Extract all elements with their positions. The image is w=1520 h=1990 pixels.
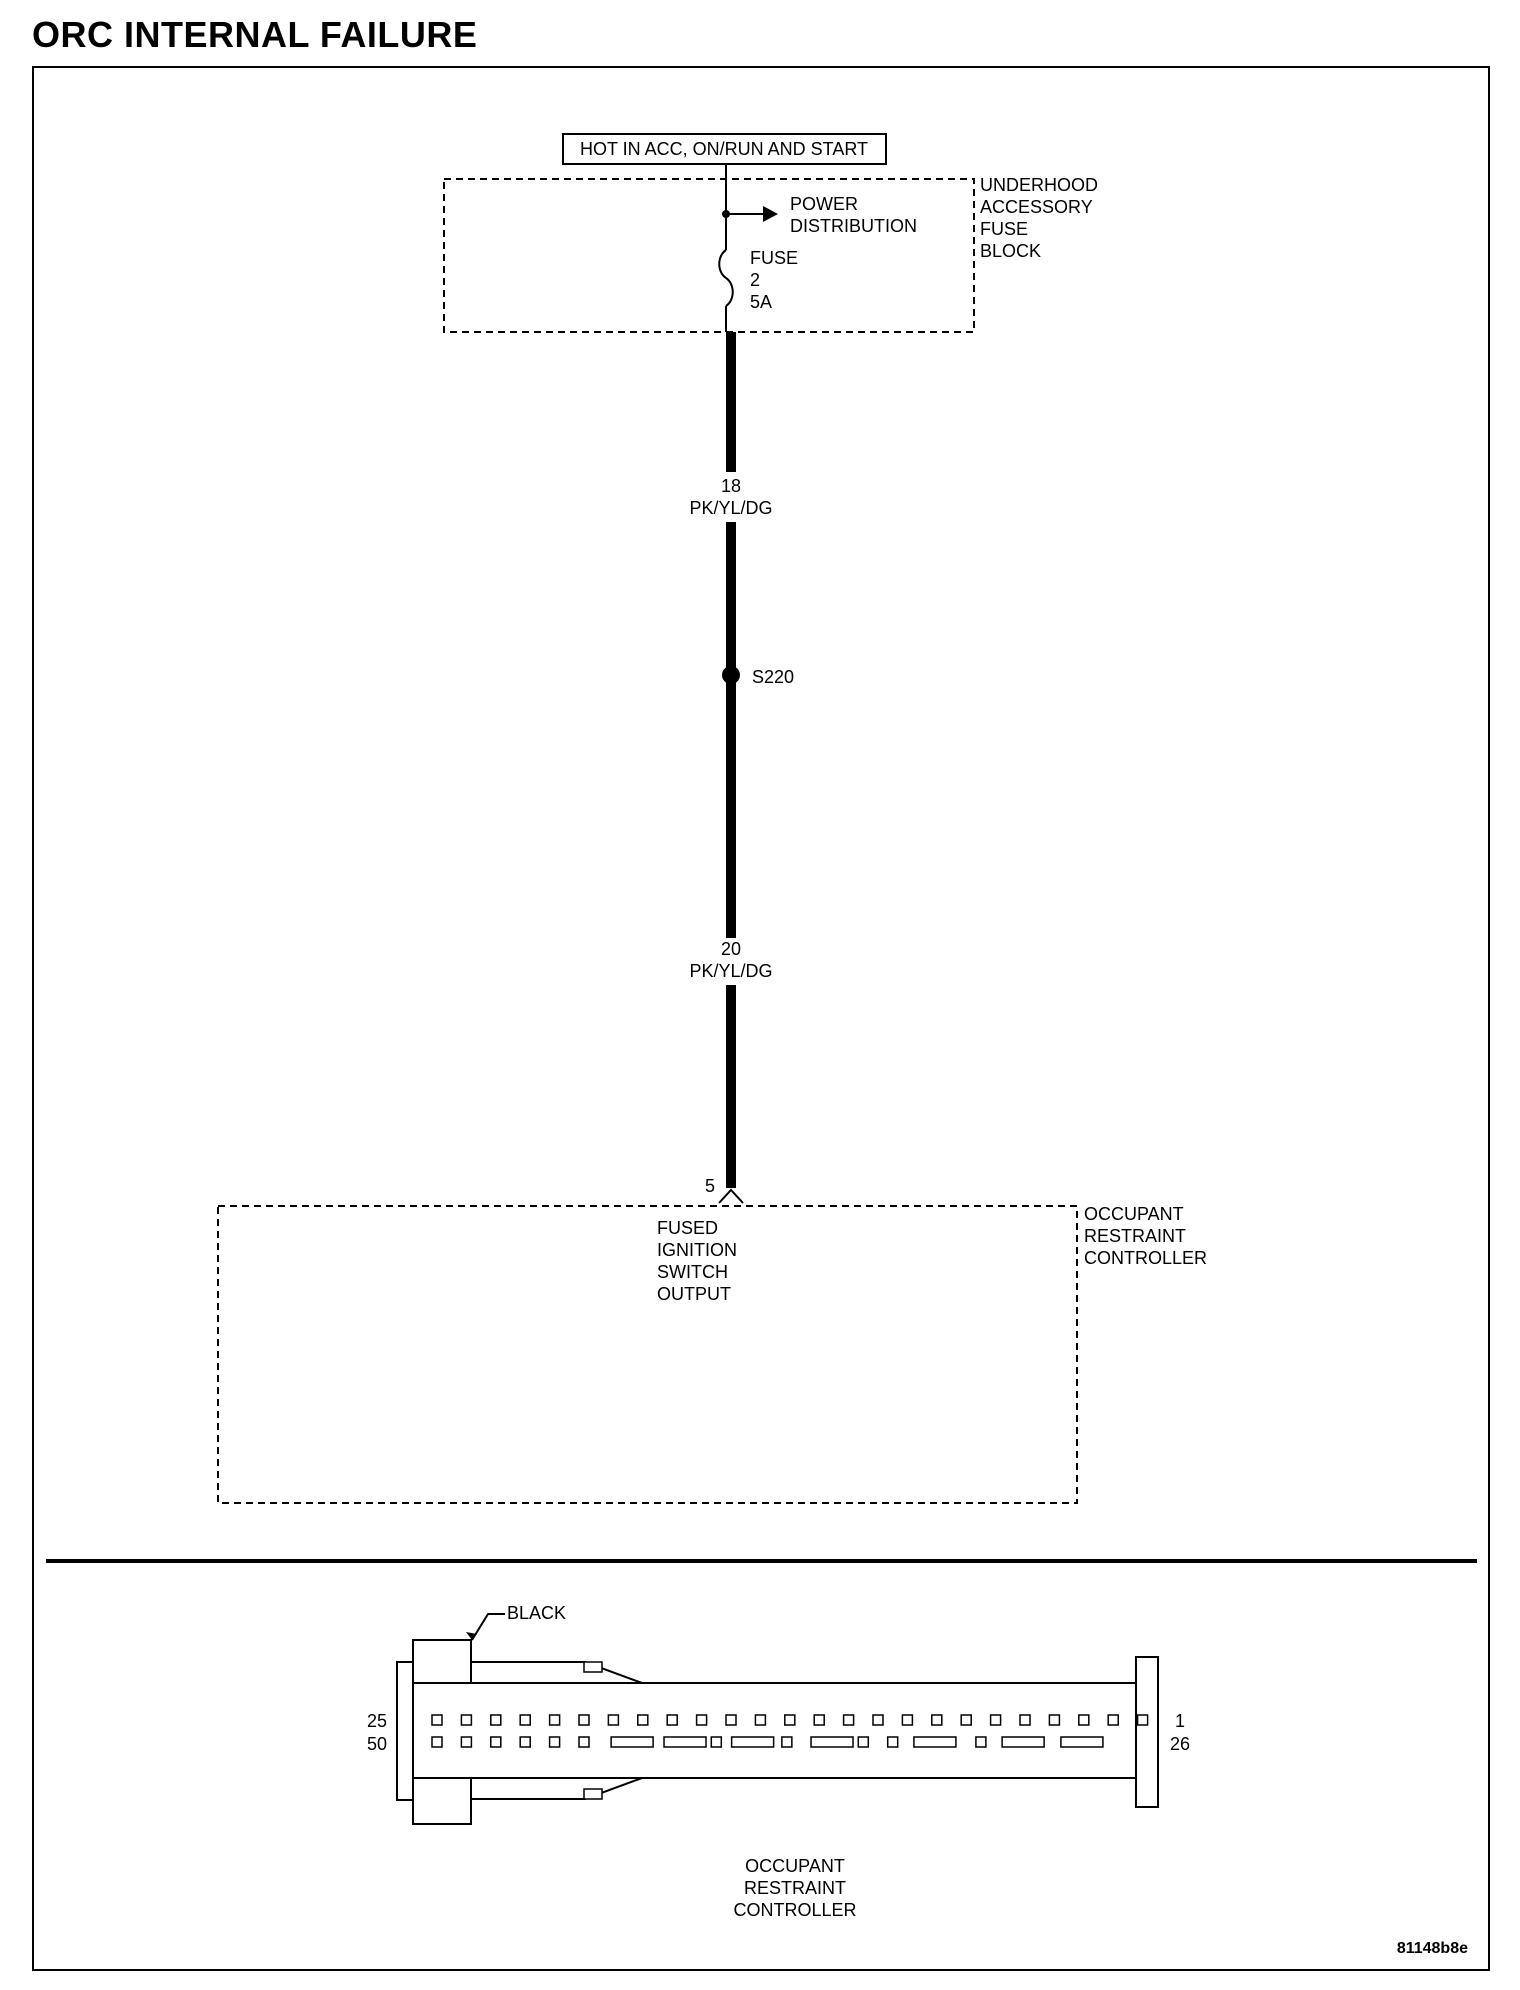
connector-cavity [901, 1714, 914, 1726]
connector-name-line-1: OCCUPANT [745, 1856, 845, 1876]
fuse-block: UNDERHOOD ACCESSORY FUSE BLOCK [443, 175, 1098, 333]
power-distribution-line-2: DISTRIBUTION [790, 216, 917, 236]
fuse-block-name-line-2: ACCESSORY [980, 197, 1093, 217]
connector-cavity [1078, 1714, 1090, 1726]
connector-cavity [975, 1736, 987, 1748]
connector-cavity [460, 1736, 473, 1748]
orc-circuit-line-4: OUTPUT [657, 1284, 731, 1304]
splice-dot [722, 666, 740, 684]
figure-id: 81148b8e [1397, 1940, 1468, 1957]
power-distribution-arrow-icon [763, 206, 778, 222]
connector-cavity [519, 1736, 531, 1748]
connector-cavity [872, 1714, 884, 1726]
connector-cavity [548, 1714, 561, 1726]
connector-pin-label-26: 26 [1170, 1734, 1190, 1754]
connector-top-notch [583, 1661, 603, 1673]
connector-cavity-wide [1060, 1736, 1104, 1748]
connector-cavity [813, 1714, 825, 1726]
wire-lower-color: PK/YL/DG [689, 961, 772, 981]
connector-cavity [754, 1714, 767, 1726]
connector-pin-label-1: 1 [1175, 1711, 1185, 1731]
fuse-symbol [718, 249, 734, 307]
fuse-block-name-line-4: BLOCK [980, 241, 1041, 261]
connector-cavity [1019, 1714, 1031, 1726]
connector-cavity [842, 1714, 855, 1726]
orc-circuit-line-1: FUSED [657, 1218, 718, 1238]
orc-module: OCCUPANT RESTRAINT CONTROLLER FUSED IGNI… [217, 1204, 1207, 1504]
connector-pin-label-25: 25 [367, 1711, 387, 1731]
connector-cavity [490, 1714, 502, 1726]
connector-pin-label-50: 50 [367, 1734, 387, 1754]
power-distribution-line-1: POWER [790, 194, 858, 214]
diagram-frame [32, 66, 1490, 1971]
orc-name-line-1: OCCUPANT [1084, 1204, 1184, 1224]
connector-cavity-wide [913, 1736, 957, 1748]
connector-cavity [1107, 1714, 1119, 1726]
orc-pin-number: 5 [705, 1176, 715, 1196]
fuse-block-name-line-1: UNDERHOOD [980, 175, 1098, 195]
connector-color-leader [471, 1613, 505, 1641]
connector-cavity [548, 1736, 561, 1748]
connector-color-label: BLACK [507, 1603, 566, 1623]
fuse-number: 2 [750, 270, 760, 290]
connector-cavity [578, 1714, 590, 1726]
connector-cavity [1136, 1714, 1149, 1726]
orc-circuit-line-3: SWITCH [657, 1262, 728, 1282]
connector-cavity-wide [663, 1736, 707, 1748]
connector-cavity [886, 1736, 899, 1748]
connector-cavity [960, 1714, 972, 1726]
connector-cavities [431, 1714, 1149, 1748]
connector-cavity [857, 1736, 870, 1748]
connector-body [412, 1682, 1137, 1779]
connector-cavity [431, 1736, 443, 1748]
wire-upper-color: PK/YL/DG [689, 498, 772, 518]
connector-cavity [519, 1714, 531, 1726]
splice-label: S220 [752, 667, 794, 687]
orc-circuit-line-2: IGNITION [657, 1240, 737, 1260]
connector-cavity [781, 1736, 793, 1748]
fuse-rating: 5A [750, 292, 772, 312]
fuse-label: FUSE [750, 248, 798, 268]
connector-cavity [431, 1714, 443, 1726]
connector-face-view: BLACK 25 50 1 26 OCCUPANT RESTRAINT CONT… [367, 1603, 1190, 1920]
connector-bottom-shoulder [470, 1777, 643, 1800]
wire-lower-gauge: 20 [721, 939, 741, 959]
connector-cavity [1048, 1714, 1061, 1726]
connector-cavity [490, 1736, 502, 1748]
connector-cavity-wide [730, 1736, 775, 1748]
connector-name-line-2: RESTRAINT [744, 1878, 846, 1898]
power-source-box: HOT IN ACC, ON/RUN AND START [562, 133, 887, 165]
connector-cavity [725, 1714, 737, 1726]
connector-cavity [989, 1714, 1002, 1726]
connector-cavity [666, 1714, 678, 1726]
connector-cavity [931, 1714, 943, 1726]
connector-cavity-wide [810, 1736, 854, 1748]
fuse-block-name-line-3: FUSE [980, 219, 1028, 239]
connector-cavity [578, 1736, 590, 1748]
connector-cavity [710, 1736, 723, 1748]
connector-cavity [695, 1714, 708, 1726]
connector-cavity [784, 1714, 796, 1726]
connector-top-shoulder [470, 1661, 643, 1684]
connector-cavity [637, 1714, 649, 1726]
orc-name-line-2: RESTRAINT [1084, 1226, 1186, 1246]
orc-name-line-3: CONTROLLER [1084, 1248, 1207, 1268]
connector-cavity-wide [610, 1736, 654, 1748]
wire-upper-gauge: 18 [721, 476, 741, 496]
connector-name-line-3: CONTROLLER [733, 1900, 856, 1920]
connector-right-cap [1135, 1656, 1159, 1808]
connector-left-tab [396, 1661, 414, 1801]
connector-bottom-notch [583, 1788, 603, 1800]
connector-cavity-wide [1001, 1736, 1045, 1748]
connector-cavity [607, 1714, 620, 1726]
pin-connector-mark [718, 1188, 744, 1204]
connector-color-leader-arrow-icon [466, 1632, 477, 1640]
power-source-label: HOT IN ACC, ON/RUN AND START [580, 139, 868, 159]
page-title: ORC INTERNAL FAILURE [32, 14, 478, 55]
connector-cavity [460, 1714, 473, 1726]
